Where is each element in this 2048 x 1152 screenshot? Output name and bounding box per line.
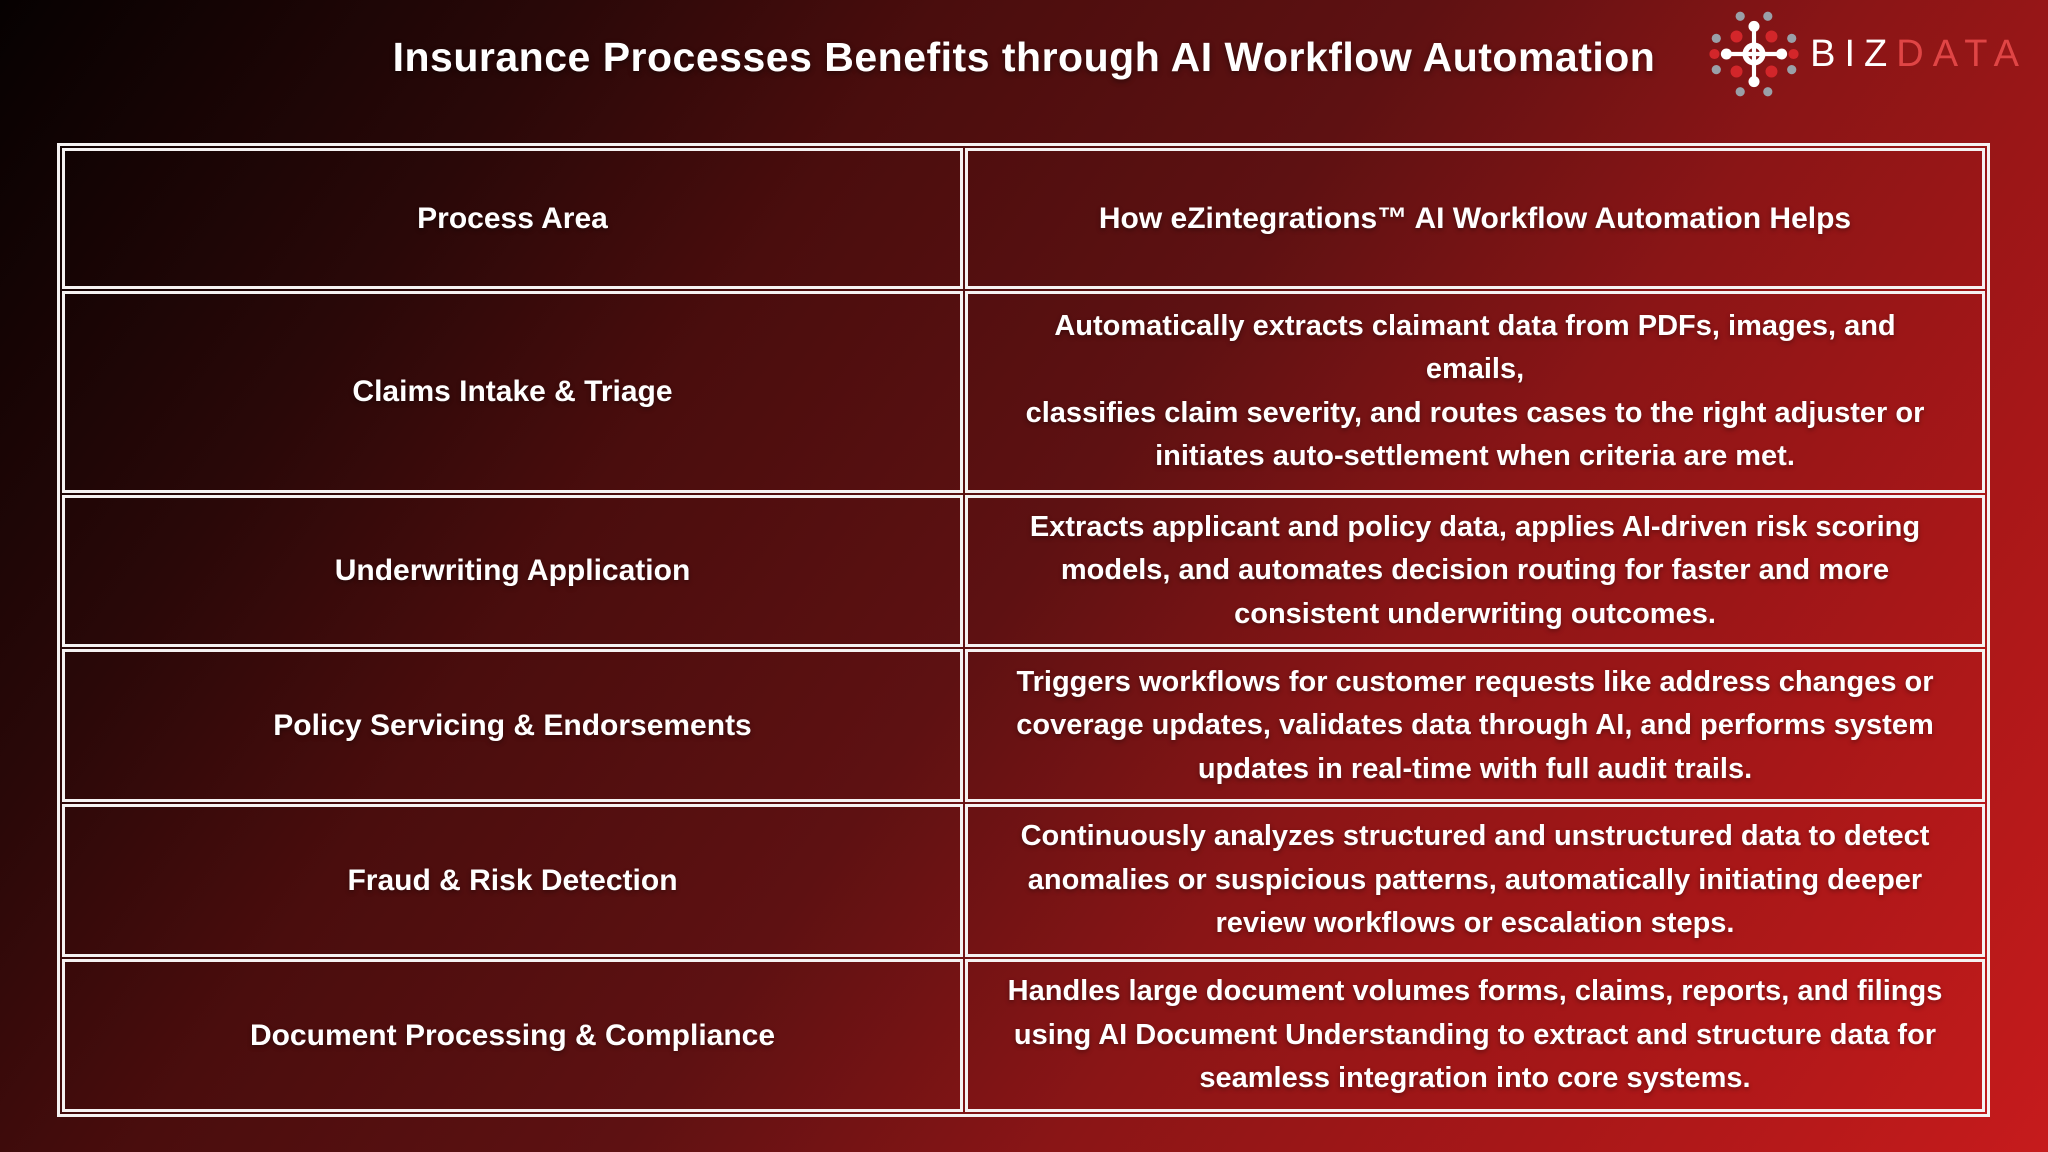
process-area-cell: Policy Servicing & Endorsements — [62, 649, 963, 803]
process-area-cell: Document Processing & Compliance — [62, 959, 963, 1112]
table-row: Document Processing & Compliance Handles… — [62, 959, 1985, 1112]
process-area-cell: Claims Intake & Triage — [62, 291, 963, 493]
table-row: Claims Intake & Triage Automatically ext… — [62, 291, 1985, 493]
page-title: Insurance Processes Benefits through AI … — [392, 34, 1656, 80]
benefits-table: Process Area How eZintegrations™ AI Work… — [57, 143, 1990, 1117]
logo-text-data: DATA — [1896, 32, 2028, 75]
header-automation-helps: How eZintegrations™ AI Workflow Automati… — [965, 148, 1985, 289]
table-row: Fraud & Risk Detection Continuously anal… — [62, 804, 1985, 958]
logo-text-biz: BIZ — [1810, 32, 1897, 75]
process-area-cell: Fraud & Risk Detection — [62, 804, 963, 958]
table-header-row: Process Area How eZintegrations™ AI Work… — [62, 148, 1985, 289]
header-process-area: Process Area — [62, 148, 963, 289]
benefit-cell: Triggers workflows for customer requests… — [965, 649, 1985, 803]
benefit-cell: Automatically extracts claimant data fro… — [965, 291, 1985, 493]
bizdata-logo: BIZDATA — [1708, 8, 2028, 100]
bizdata-logo-text: BIZDATA — [1810, 33, 2028, 76]
table-row: Underwriting Application Extracts applic… — [62, 494, 1985, 648]
benefit-cell: Continuously analyzes structured and uns… — [965, 804, 1985, 958]
process-area-cell: Underwriting Application — [62, 494, 963, 648]
benefit-cell: Handles large document volumes forms, cl… — [965, 959, 1985, 1112]
benefit-cell: Extracts applicant and policy data, appl… — [965, 494, 1985, 648]
table-row: Policy Servicing & Endorsements Triggers… — [62, 649, 1985, 803]
hub-network-icon — [1708, 8, 1800, 100]
